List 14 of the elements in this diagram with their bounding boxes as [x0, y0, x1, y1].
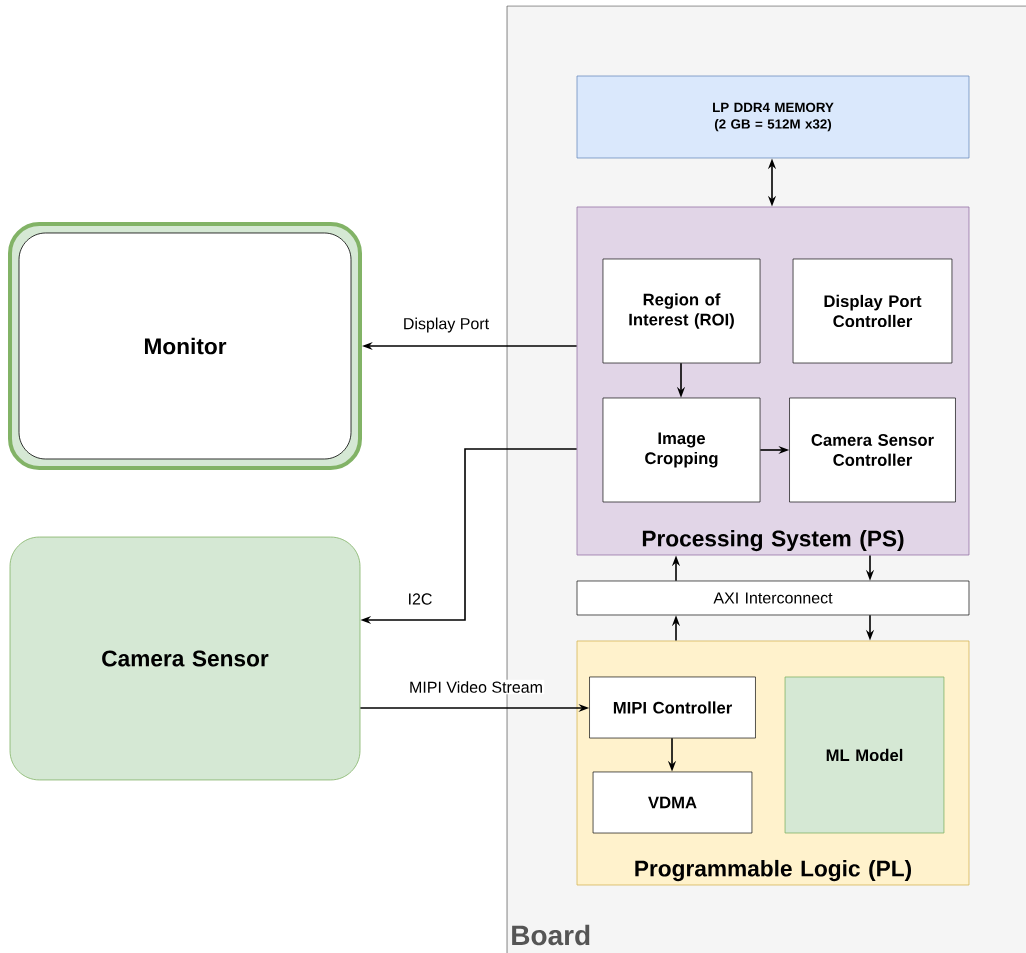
device-box: Camera Sensor [9, 536, 361, 781]
process-box: VDMA [592, 771, 753, 834]
process-box: Camera Sensor Controller [789, 397, 956, 503]
memory-box: LP DDR4 MEMORY (2 GB = 512M x32) [576, 75, 970, 159]
process-box: Image Cropping [602, 397, 761, 503]
monitor-box: Monitor [8, 222, 362, 470]
edge-label: MIPI Video Stream [407, 679, 545, 695]
process-box: Region of Interest (ROI) [602, 258, 761, 364]
process-box: MIPI Controller [589, 676, 756, 739]
edge-label: I2C [406, 592, 434, 606]
edge-label: Display Port [401, 316, 491, 334]
model-box: ML Model [784, 676, 945, 834]
bus-bar: AXI Interconnect [576, 580, 970, 616]
process-box: Display Port Controller [792, 258, 953, 364]
